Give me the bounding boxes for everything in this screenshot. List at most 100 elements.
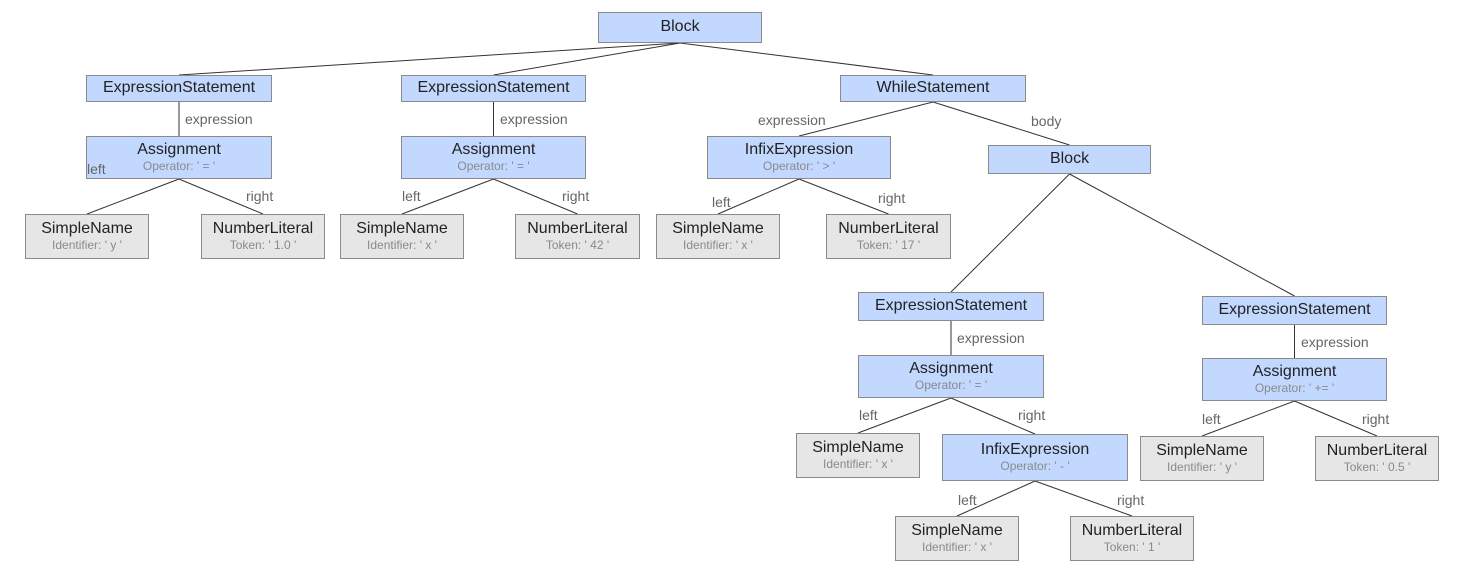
edge-label-right: right [1018, 407, 1046, 423]
edge-label-left: left [402, 188, 421, 204]
node-subtitle: Operator: ' += ' [1254, 381, 1335, 396]
node-title: SimpleName [41, 219, 133, 237]
edge-label-right: right [1117, 492, 1145, 508]
number-literal-node: NumberLiteral Token: ' 42 ' [515, 214, 640, 259]
number-literal-node: NumberLiteral Token: ' 1.0 ' [201, 214, 325, 259]
expression-statement-node: ExpressionStatement [858, 292, 1044, 321]
node-subtitle: Operator: ' = ' [914, 378, 988, 393]
assignment-node: Assignment Operator: ' += ' [1202, 358, 1387, 401]
node-subtitle: Token: ' 17 ' [856, 238, 921, 253]
node-title: SimpleName [812, 438, 904, 456]
node-title: Assignment [1252, 362, 1337, 380]
node-subtitle: Operator: ' = ' [142, 159, 216, 174]
node-subtitle: Token: ' 0.5 ' [1343, 460, 1411, 475]
while-statement-node: WhileStatement [840, 75, 1026, 102]
node-subtitle: Identifier: ' x ' [367, 238, 437, 253]
node-title: Assignment [137, 140, 221, 158]
edge-label-right: right [562, 188, 590, 204]
edge-as2-sn2 [401, 178, 494, 215]
node-title: InfixExpression [980, 440, 1090, 458]
edge-label-left: left [712, 194, 731, 210]
expression-statement-node: ExpressionStatement [401, 75, 586, 102]
edge-as1-nl1 [178, 178, 264, 215]
block-node: Block [988, 145, 1151, 174]
node-title: InfixExpression [744, 140, 854, 158]
node-title: NumberLiteral [1081, 521, 1183, 539]
node-title: SimpleName [356, 219, 448, 237]
node-subtitle: Identifier: ' x ' [922, 540, 992, 555]
node-subtitle: Identifier: ' x ' [823, 457, 893, 472]
node-title: NumberLiteral [212, 219, 314, 237]
block-node: Block [598, 12, 762, 43]
simple-name-node: SimpleName Identifier: ' x ' [895, 516, 1019, 561]
expression-statement-node: ExpressionStatement [86, 75, 272, 102]
node-subtitle: Identifier: ' x ' [683, 238, 753, 253]
node-subtitle: Token: ' 1.0 ' [229, 238, 297, 253]
edge-root-ws [679, 42, 934, 76]
node-subtitle: Identifier: ' y ' [52, 238, 122, 253]
node-title: Block [660, 18, 700, 36]
edge-ie2-nl5 [1034, 480, 1133, 517]
edge-label-left: left [1202, 411, 1221, 427]
node-title: ExpressionStatement [1218, 301, 1371, 319]
assignment-node: Assignment Operator: ' = ' [86, 136, 272, 179]
simple-name-node: SimpleName Identifier: ' x ' [796, 433, 920, 478]
edge-ws-blk2 [932, 101, 1070, 146]
edge-label-right: right [1362, 411, 1390, 427]
node-title: NumberLiteral [527, 219, 628, 237]
edge-ie2-sn5 [956, 480, 1036, 517]
edge-label-body: body [1031, 113, 1062, 129]
expression-statement-node: ExpressionStatement [1202, 296, 1387, 325]
node-subtitle: Operator: ' - ' [1000, 459, 1070, 474]
edge-as1-sn1 [86, 178, 180, 215]
edge-label-right: right [878, 190, 906, 206]
edge-root-es2 [493, 42, 681, 76]
edge-label-expression: expression [185, 111, 253, 127]
edge-as4-sn6 [1201, 400, 1295, 437]
node-subtitle: Operator: ' = ' [457, 159, 530, 174]
node-title: WhileStatement [876, 79, 990, 97]
edge-as2-nl2 [493, 178, 578, 215]
edge-label-expression: expression [957, 330, 1025, 346]
edge-as3-sn4 [857, 397, 952, 434]
node-title: NumberLiteral [1326, 441, 1428, 459]
simple-name-node: SimpleName Identifier: ' x ' [656, 214, 780, 259]
node-title: ExpressionStatement [417, 79, 570, 97]
node-title: NumberLiteral [838, 219, 939, 237]
edge-label-left: left [958, 492, 977, 508]
node-subtitle: Token: ' 1 ' [1103, 540, 1161, 555]
edge-ie1-sn3 [717, 178, 800, 215]
edge-as3-ie2 [950, 397, 1036, 435]
node-title: Block [1049, 150, 1090, 168]
infix-expression-node: InfixExpression Operator: ' - ' [942, 434, 1128, 481]
number-literal-node: NumberLiteral Token: ' 17 ' [826, 214, 951, 259]
edge-as4-nl6 [1294, 400, 1378, 437]
simple-name-node: SimpleName Identifier: ' y ' [1140, 436, 1264, 481]
infix-expression-node: InfixExpression Operator: ' > ' [707, 136, 891, 179]
node-title: Assignment [909, 359, 993, 377]
simple-name-node: SimpleName Identifier: ' x ' [340, 214, 464, 259]
number-literal-node: NumberLiteral Token: ' 0.5 ' [1315, 436, 1439, 481]
edge-label-expression: expression [758, 112, 826, 128]
node-title: ExpressionStatement [874, 297, 1028, 315]
edge-label-left: left [87, 161, 106, 177]
edge-label-right: right [246, 188, 274, 204]
node-title: SimpleName [911, 521, 1003, 539]
edge-blk2-es3 [950, 173, 1070, 293]
edge-ie1-nl3 [798, 178, 889, 215]
edge-label-left: left [859, 407, 878, 423]
edge-ws-ie1 [798, 101, 934, 137]
simple-name-node: SimpleName Identifier: ' y ' [25, 214, 149, 259]
node-title: ExpressionStatement [102, 79, 256, 97]
node-subtitle: Token: ' 42 ' [545, 238, 610, 253]
edge-label-expression: expression [1301, 334, 1369, 350]
assignment-node: Assignment Operator: ' = ' [401, 136, 586, 179]
node-title: SimpleName [672, 219, 764, 237]
edge-blk2-es4 [1069, 173, 1295, 297]
edge-label-expression: expression [500, 111, 568, 127]
node-subtitle: Operator: ' > ' [762, 159, 836, 174]
edge-root-es1 [178, 42, 681, 76]
node-subtitle: Identifier: ' y ' [1167, 460, 1237, 475]
